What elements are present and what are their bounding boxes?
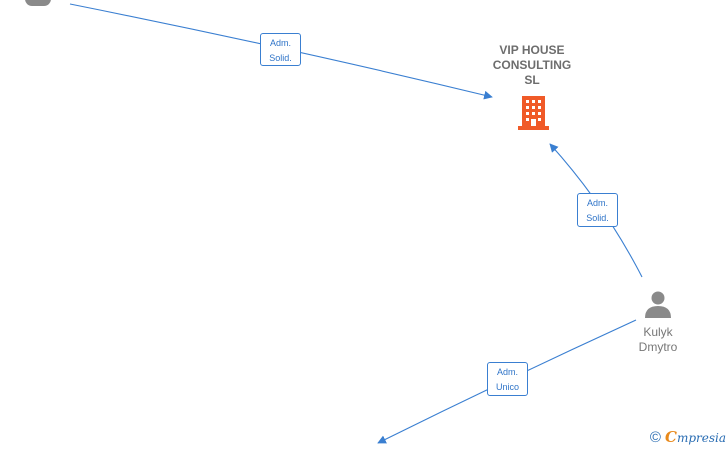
person-name-line-2: Dmytro [638,340,678,354]
relation-label-line-1: Adm. [586,198,608,208]
company-name-line-2: CONSULTING [492,58,572,72]
relation-label-line-2: Solid. [269,53,292,63]
company-name[interactable]: VIP HOUSE CONSULTING SL [476,43,588,88]
empresia-logo: © Cmpresia [650,428,726,446]
person-icon [645,291,671,318]
person-name-kulyk[interactable]: Kulyk Dmytro [622,325,694,355]
relation-label-line-2: Unico [495,382,519,392]
relation-label-line-1: Adm. [496,367,518,377]
person-icon [25,0,51,6]
brand-initial: C [664,428,677,446]
relation-label-right: Adm. Solid. [577,193,618,227]
brand-word: mpresia [676,431,726,445]
company-name-line-3: SL [524,73,540,87]
copyright-icon: © [649,428,661,446]
relation-label-line-1: Adm. [269,38,291,48]
building-icon [518,96,549,130]
company-name-line-1: VIP HOUSE [499,43,565,57]
relation-label-bottom: Adm. Unico [487,362,528,396]
relation-label-top: Adm. Solid. [260,33,301,66]
relation-label-line-2: Solid. [586,213,609,223]
person-name-line-1: Kulyk [643,325,673,339]
